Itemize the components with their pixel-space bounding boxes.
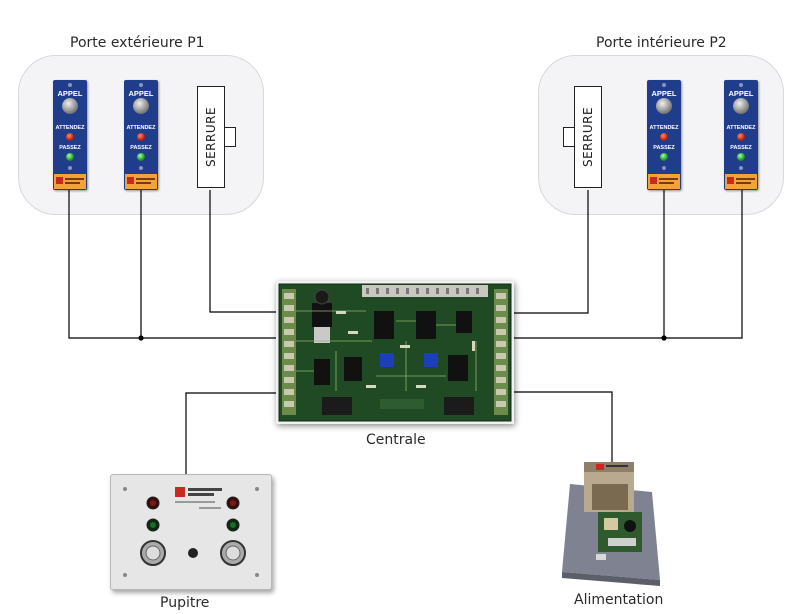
pass-led-icon <box>660 153 668 161</box>
wait-led-icon <box>660 133 668 141</box>
lock-latch-icon <box>224 127 236 147</box>
wire-p2-panel-2 <box>514 190 743 339</box>
wire-p1-lock <box>209 190 276 313</box>
pass-label: PASSEZ <box>653 145 675 151</box>
lock-p2: SERRURE <box>574 86 602 188</box>
lock-label: SERRURE <box>204 106 218 168</box>
desk-console-icon <box>123 487 259 577</box>
call-label: APPEL <box>57 89 83 98</box>
call-panel-p1-1: APPEL ATTENDEZ PASSEZ <box>53 80 87 190</box>
pass-led-icon <box>66 153 74 161</box>
pass-label: PASSEZ <box>730 145 752 151</box>
wire-p1-panel-1 <box>68 190 276 339</box>
desk-console <box>110 474 272 590</box>
push-button-icon <box>656 98 672 114</box>
power-label: Alimentation <box>574 592 664 608</box>
call-panel-p1-2: APPEL ATTENDEZ PASSEZ <box>124 80 158 190</box>
call-panel-p2-1: APPEL ATTENDEZ PASSEZ <box>647 80 681 190</box>
central-label: Centrale <box>366 432 426 448</box>
zone-p2-title: Porte intérieure P2 <box>596 35 727 51</box>
lock-latch-icon <box>563 127 575 147</box>
wait-led-icon <box>137 133 145 141</box>
call-label: APPEL <box>128 89 154 98</box>
junction-dot-icon <box>661 335 667 341</box>
pass-led-icon <box>137 153 145 161</box>
wait-led-icon <box>737 133 745 141</box>
wait-led-icon <box>66 133 74 141</box>
power-supply <box>556 454 666 588</box>
brand-plate-icon <box>648 174 680 189</box>
lock-p1: SERRURE <box>197 86 225 188</box>
power-supply-icon <box>562 462 660 586</box>
brand-plate-icon <box>54 174 86 189</box>
junction-dot-icon <box>138 335 144 341</box>
push-button-icon <box>62 98 78 114</box>
lock-label: SERRURE <box>581 106 595 168</box>
central-board <box>276 281 514 424</box>
pass-led-icon <box>737 153 745 161</box>
pass-label: PASSEZ <box>59 145 81 151</box>
circuit-board-icon <box>278 283 512 422</box>
call-label: APPEL <box>728 89 754 98</box>
push-button-icon <box>733 98 749 114</box>
wire-power <box>514 391 613 462</box>
zone-p1-title: Porte extérieure P1 <box>70 35 205 51</box>
wire-desk <box>185 392 276 474</box>
wait-label: ATTENDEZ <box>726 125 756 131</box>
brand-plate-icon <box>725 174 757 189</box>
desk-label: Pupitre <box>160 595 210 611</box>
push-button-icon <box>133 98 149 114</box>
call-panel-p2-2: APPEL ATTENDEZ PASSEZ <box>724 80 758 190</box>
pass-label: PASSEZ <box>130 145 152 151</box>
wait-label: ATTENDEZ <box>55 125 85 131</box>
wait-label: ATTENDEZ <box>126 125 156 131</box>
wire-p2-lock <box>514 190 589 314</box>
brand-plate-icon <box>125 174 157 189</box>
call-label: APPEL <box>651 89 677 98</box>
wait-label: ATTENDEZ <box>649 125 679 131</box>
